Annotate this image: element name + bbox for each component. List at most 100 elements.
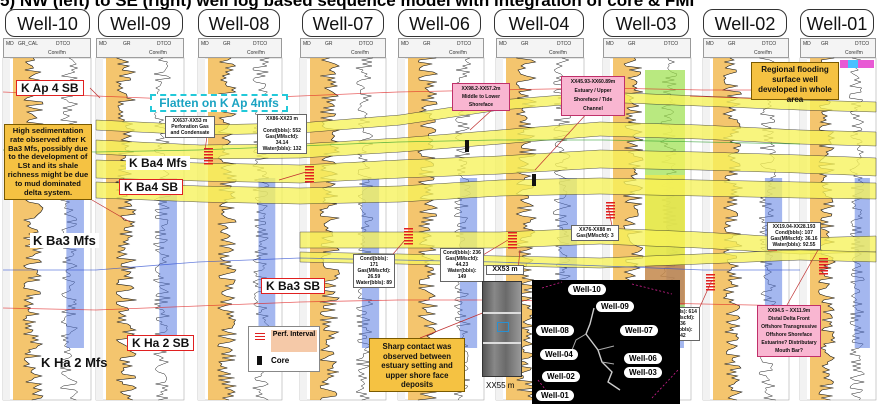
perf-tick-4-2 (606, 208, 615, 210)
pointer-line-0 (89, 87, 101, 99)
facies-column-1 (159, 178, 177, 348)
core-note-2: XX45.93-XX60.89m Estuary / Upper Shorefa… (561, 76, 625, 116)
gr-curve-0 (22, 57, 44, 401)
facies-column-8 (854, 178, 870, 348)
perf2-cond: Cond(bbls): 552 (263, 128, 301, 134)
perf4-water: Water(bbls): 149 (447, 268, 477, 280)
perf-tick-1-5 (305, 181, 314, 183)
k-ha2-sb-label: K Ha 2 SB (127, 335, 195, 351)
perf5-depth: XX76-XX88 m (579, 227, 611, 233)
well-label-02: Well-02 (703, 9, 787, 37)
depth-column-7 (703, 58, 710, 400)
gr-curve-8 (817, 57, 837, 401)
depth-column-0 (3, 58, 10, 400)
perf-tick-0-4 (204, 160, 213, 162)
perf4-gas-val: 44.23 (455, 262, 469, 268)
well-label-08: Well-08 (198, 9, 280, 37)
perf-tick-4-5 (606, 217, 615, 219)
surface-line-0 (2, 87, 800, 101)
legend: Perf. Interval Core (248, 326, 320, 372)
facies-column-2 (258, 178, 276, 348)
perf-tick-2-3 (404, 237, 413, 239)
depth-column-4 (398, 58, 405, 400)
core-note-3-text: Distal Delta Front Offshore Transgressiv… (761, 316, 817, 354)
perf-tick-3-1 (508, 235, 517, 237)
legend-core-label: Core (271, 356, 290, 365)
core-note-3-depth: XX94.5 – XX11.9m (767, 308, 811, 314)
perf3-gas: Gas(MMscfd): (357, 268, 391, 274)
core-note-1: XX98.2-XX57.2m Middle to Lower Shoreface (452, 83, 510, 111)
k-ba4-sb-label: K Ba4 SB (119, 179, 184, 195)
perf-tick-0-2 (204, 154, 213, 156)
core-depth-bottom: XX55 m (486, 381, 515, 390)
regional-flooding-note: Regional flooding surface well developed… (751, 62, 839, 104)
perf-tick-2-2 (404, 234, 413, 236)
perf-tick-2-0 (404, 228, 413, 230)
perf5-gas: Gas(MMscfd): 3 (576, 233, 614, 239)
depth-column-3 (300, 58, 307, 400)
perf7-gas: Gas(MMscfd): 36.16 (770, 236, 818, 242)
perf7-cond: Cond(bbls): 107 (775, 230, 813, 236)
core-marker-1 (532, 174, 536, 186)
perf-tick-1-0 (305, 166, 314, 168)
perf-box-1: XX637-XX53 m Perforation Gas and Condens… (165, 116, 215, 138)
pointer-line-13 (419, 309, 491, 339)
perf-tick-5-3 (706, 283, 715, 285)
perf3-cond: Cond(bbls): 171 (359, 256, 389, 268)
surface-line-2 (3, 257, 800, 271)
legend-perf-swatch (255, 333, 265, 341)
perf-box-2: XX86-XX23 m Cond(bbls): 552 Gas(MMscfd):… (257, 114, 307, 154)
perf-tick-1-2 (305, 172, 314, 174)
core-depth-top: XX53 m (486, 265, 524, 275)
pointer-line-1 (91, 199, 131, 223)
gr-fill-7 (713, 58, 743, 400)
gr-curve-1 (115, 57, 137, 401)
perf-tick-1-1 (305, 169, 314, 171)
perf-tick-4-3 (606, 211, 615, 213)
perf7-depth: XX19.04-XX28.193 (772, 224, 816, 230)
perf-tick-4-4 (606, 214, 615, 216)
map-label-well-04: Well-04 (540, 349, 578, 360)
pointer-line-8 (534, 109, 591, 171)
legend-core-swatch (257, 356, 262, 365)
gr-fill-2 (208, 58, 237, 400)
perf4-cond: Cond(bbls): 236 (443, 250, 481, 256)
perf1-text: Perforation Gas and Condensate (170, 124, 210, 136)
perf-tick-0-3 (204, 157, 213, 159)
k-ha2-mfs-label: K Ha 2 Mfs (41, 355, 108, 370)
gr-curve-5 (515, 57, 538, 400)
core-marker-0 (465, 140, 469, 152)
well-label-04: Well-04 (494, 9, 584, 37)
correlation-band-3 (95, 177, 877, 205)
k-ba3-sb-label: K Ba3 SB (261, 278, 326, 294)
perf1-depth: XX637-XX53 m (172, 118, 208, 124)
well-label-03: Well-03 (603, 9, 689, 37)
perf-tick-5-5 (706, 289, 715, 291)
pointer-line-12 (786, 249, 819, 306)
map-label-well-09: Well-09 (596, 301, 634, 312)
gr-curve-3 (319, 57, 341, 401)
perf3-gas-val: 26.59 (367, 274, 381, 280)
perf4-gas: Gas(MMscfd): (445, 256, 479, 262)
depth-column-2 (198, 58, 205, 400)
perf2-depth: XX86-XX23 m (266, 116, 298, 122)
core-note-1-depth: XX98.2-XX57.2m (461, 86, 501, 92)
flatten-label: Flatten on K Ap 4mfs (150, 94, 288, 112)
high-sedimentation-note: High sedimentation rate observed after K… (4, 124, 92, 200)
base-map: Well-10 Well-09 Well-08 Well-07 Well-04 … (532, 280, 680, 404)
perf2-water: Water(bbls): 132 (262, 146, 302, 152)
perf-tick-5-0 (706, 274, 715, 276)
perf-tick-3-5 (508, 247, 517, 249)
k-ap4-sb-label: K Ap 4 SB (16, 80, 84, 96)
core-note-2-depth: XX45.93-XX60.89m (570, 79, 616, 85)
map-label-well-02: Well-02 (542, 371, 580, 382)
perf-tick-7-1 (819, 261, 828, 263)
